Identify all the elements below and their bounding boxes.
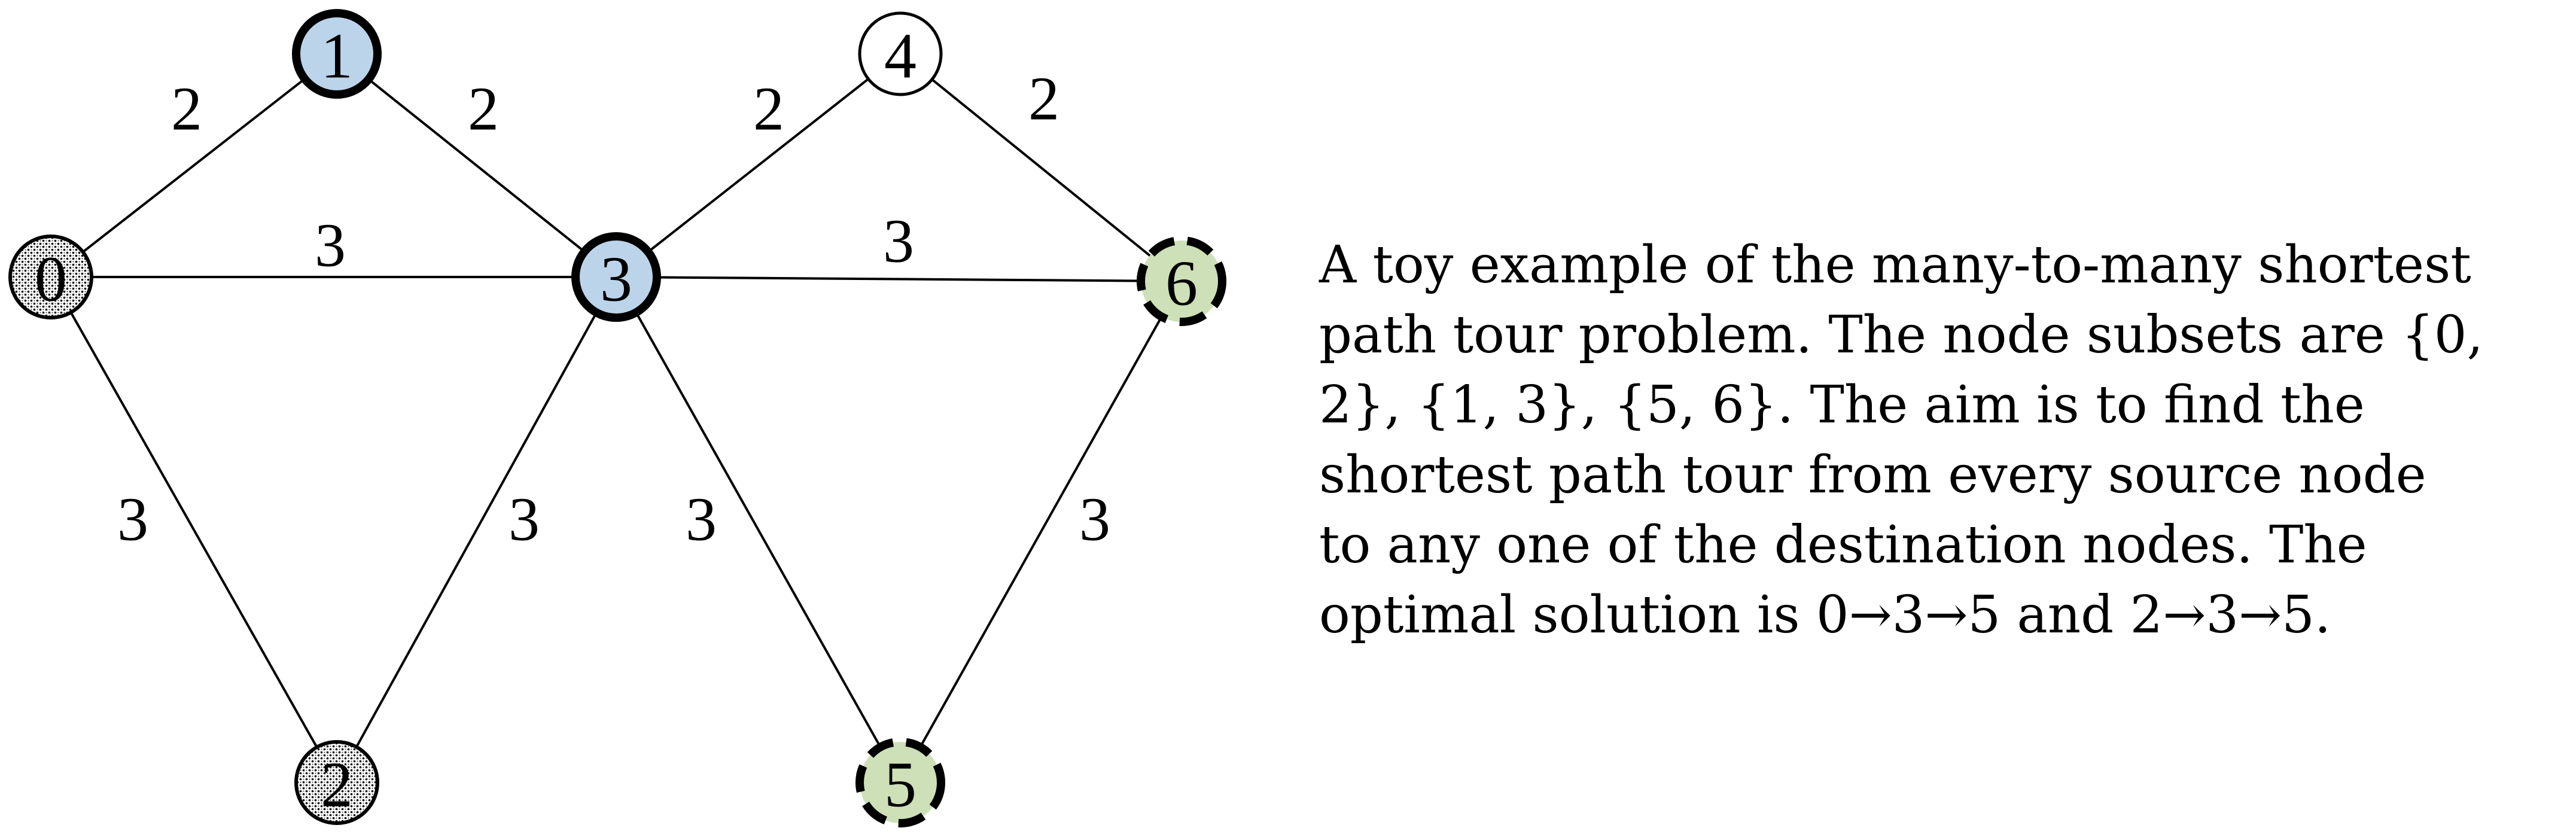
edge-weight-0-2: 3 bbox=[117, 485, 148, 554]
edge-weight-1-3: 2 bbox=[468, 75, 499, 144]
weights-layer: 2 2 3 2 2 3 3 3 3 3 bbox=[117, 65, 1110, 554]
node-label-1: 1 bbox=[321, 21, 353, 92]
node-label-3: 3 bbox=[600, 244, 632, 315]
edge-3-4 bbox=[615, 53, 902, 278]
edge-3-6 bbox=[616, 276, 1182, 282]
node-0: 0 bbox=[8, 235, 93, 319]
node-circle-3 bbox=[571, 232, 661, 322]
node-label-4: 4 bbox=[884, 21, 916, 92]
node-1: 1 bbox=[292, 9, 382, 99]
edge-weight-3-5: 3 bbox=[686, 485, 717, 554]
node-2: 2 bbox=[294, 740, 379, 825]
node-circle-1 bbox=[292, 9, 382, 99]
node-label-0: 0 bbox=[35, 244, 67, 315]
node-label-2: 2 bbox=[321, 750, 353, 821]
edge-3-5 bbox=[615, 276, 902, 783]
node-label-6: 6 bbox=[1165, 248, 1198, 319]
edges-layer bbox=[50, 53, 1183, 783]
edge-3-2 bbox=[336, 276, 617, 783]
node-4: 4 bbox=[858, 11, 943, 96]
edge-weight-6-5: 3 bbox=[1079, 485, 1110, 554]
edge-0-2 bbox=[50, 276, 338, 783]
edge-1-3 bbox=[336, 53, 617, 278]
caption-text: A toy example of the many-to-many shorte… bbox=[1319, 235, 2483, 645]
edge-weight-4-6: 2 bbox=[1028, 65, 1059, 133]
edge-weight-3-2: 3 bbox=[508, 485, 540, 554]
edge-weight-0-1: 2 bbox=[171, 75, 202, 144]
edge-4-6 bbox=[899, 53, 1183, 282]
nodes-layer: 0 1 2 3 4 5 6 bbox=[8, 9, 1226, 827]
edge-6-5 bbox=[899, 281, 1183, 783]
node-5: 5 bbox=[855, 738, 945, 827]
node-circle-0 bbox=[8, 235, 93, 319]
node-circle-4 bbox=[858, 11, 943, 96]
node-circle-5 bbox=[855, 738, 945, 827]
node-circle-6 bbox=[1137, 236, 1226, 326]
node-circle-2 bbox=[294, 740, 379, 825]
node-3: 3 bbox=[571, 232, 661, 322]
edge-weight-0-3: 3 bbox=[315, 211, 346, 280]
node-label-5: 5 bbox=[884, 750, 916, 821]
edge-0-1 bbox=[50, 53, 338, 278]
graph-diagram: 2 2 3 2 2 3 3 3 3 3 0 1 2 3 4 5 6 bbox=[8, 9, 1226, 827]
edge-weight-3-4: 2 bbox=[753, 75, 784, 144]
edge-weight-3-6: 3 bbox=[883, 207, 914, 276]
node-6: 6 bbox=[1137, 236, 1226, 326]
